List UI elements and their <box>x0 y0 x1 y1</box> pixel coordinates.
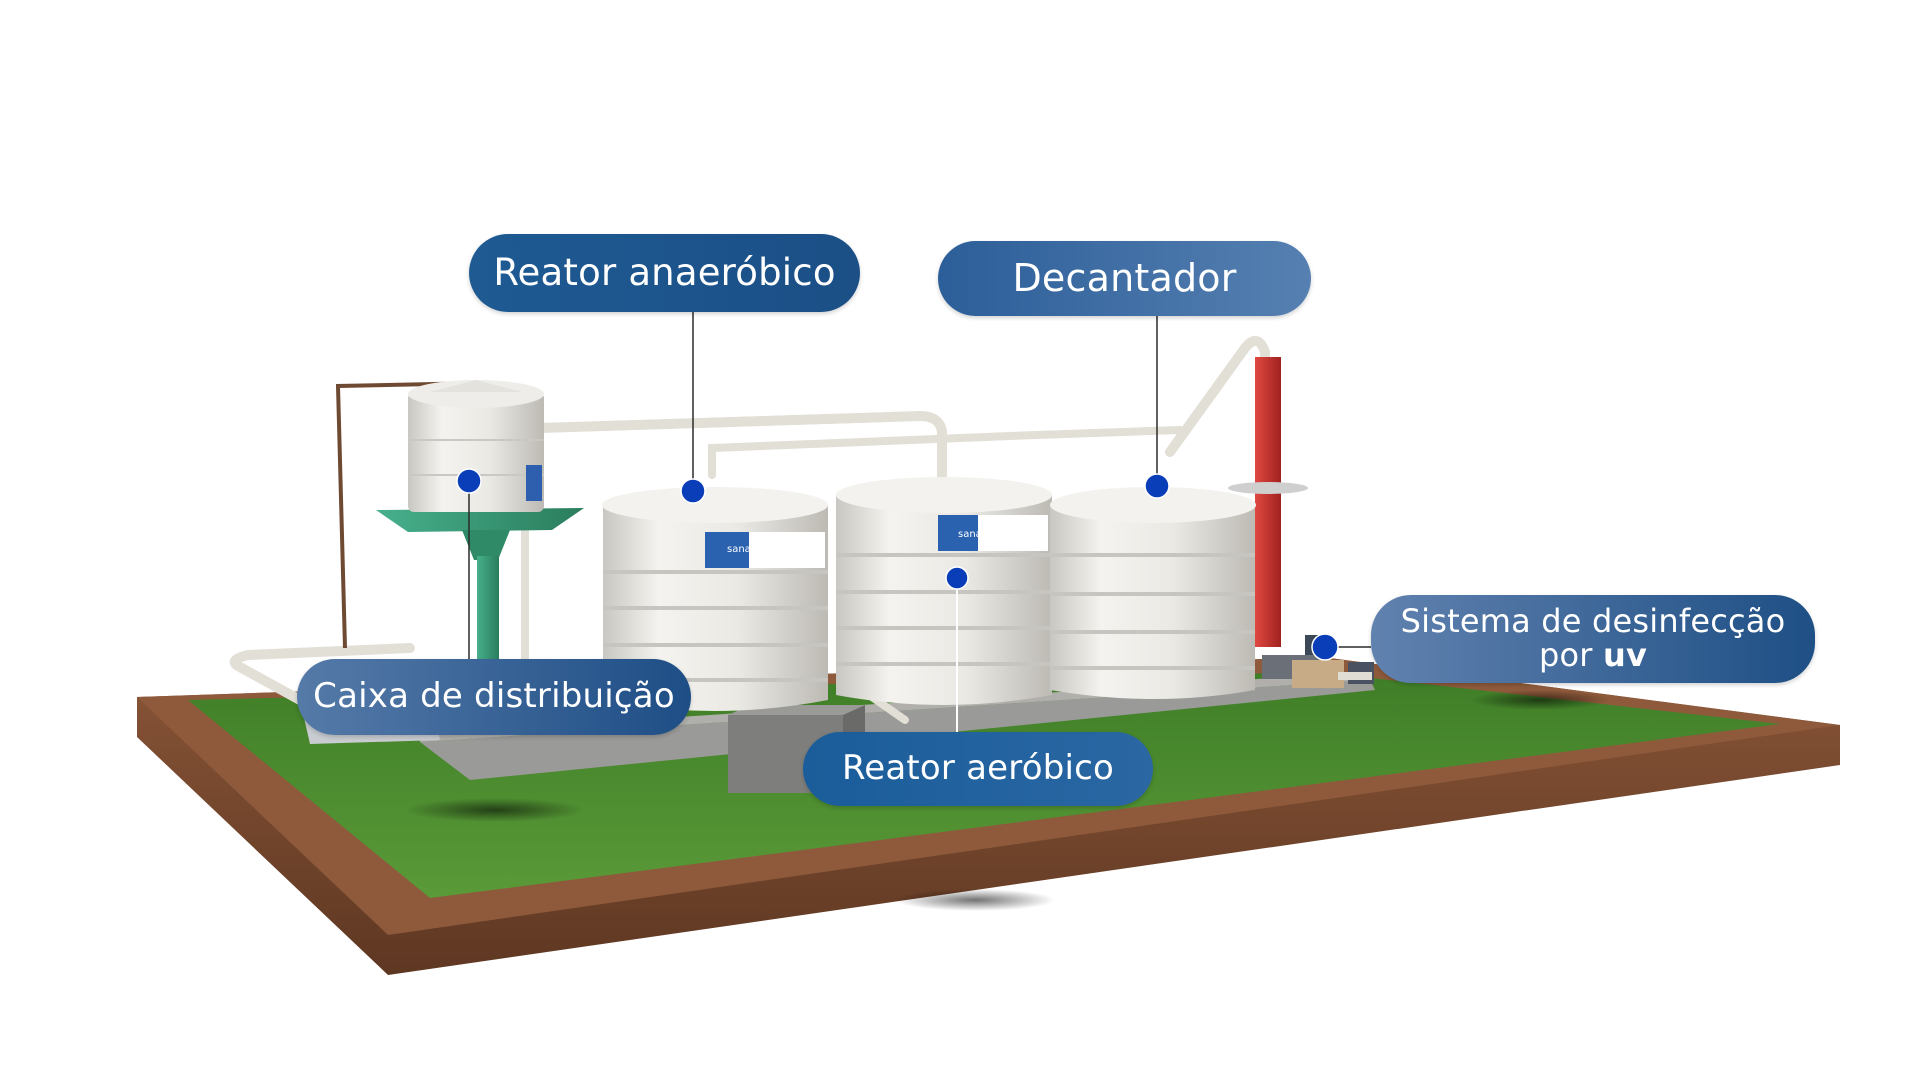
label-reator-aerobico: Reator aeróbico <box>803 732 1153 806</box>
uv-equipment <box>1262 635 1374 688</box>
decanter-tank <box>1050 487 1256 699</box>
label-reator-anaerobico: Reator anaeróbico <box>469 234 860 312</box>
label-shadow <box>1470 690 1610 710</box>
label-shadow <box>405 798 585 822</box>
label-decantador: Decantador <box>938 241 1311 316</box>
leader-lines <box>468 312 1371 659</box>
tank-brand-text: sanar <box>727 544 756 555</box>
marker-dot-icon <box>456 468 482 494</box>
marker-dot-icon <box>680 478 706 504</box>
label-text: Decantador <box>1012 255 1237 300</box>
label-text: Reator aeróbico <box>841 748 1115 789</box>
label-sistema-de-desinfeccao-uv: Sistema de desinfecção por uv <box>1371 595 1815 683</box>
red-vent-pipe <box>1228 357 1308 647</box>
marker-dot-icon <box>945 566 969 590</box>
label-text: Reator anaeróbico <box>493 250 836 294</box>
label-caixa-de-distribuicao: Caixa de distribuição <box>297 659 691 735</box>
marker-dot-icon <box>1311 633 1339 661</box>
aerobic-reactor-tank <box>836 477 1052 705</box>
label-text-line2: por uv <box>1538 636 1648 674</box>
label-text: Caixa de distribuição <box>313 676 675 717</box>
elevated-distribution-tank <box>376 380 584 666</box>
label-shadow <box>895 889 1055 911</box>
label-text-line1: Sistema de desinfecção <box>1400 602 1786 641</box>
tank-brand-text: sanar <box>958 529 987 540</box>
marker-dots <box>456 468 1339 661</box>
label-text-prefix: por <box>1538 636 1603 674</box>
label-text-uv: uv <box>1602 636 1648 674</box>
marker-dot-icon <box>1144 473 1170 499</box>
